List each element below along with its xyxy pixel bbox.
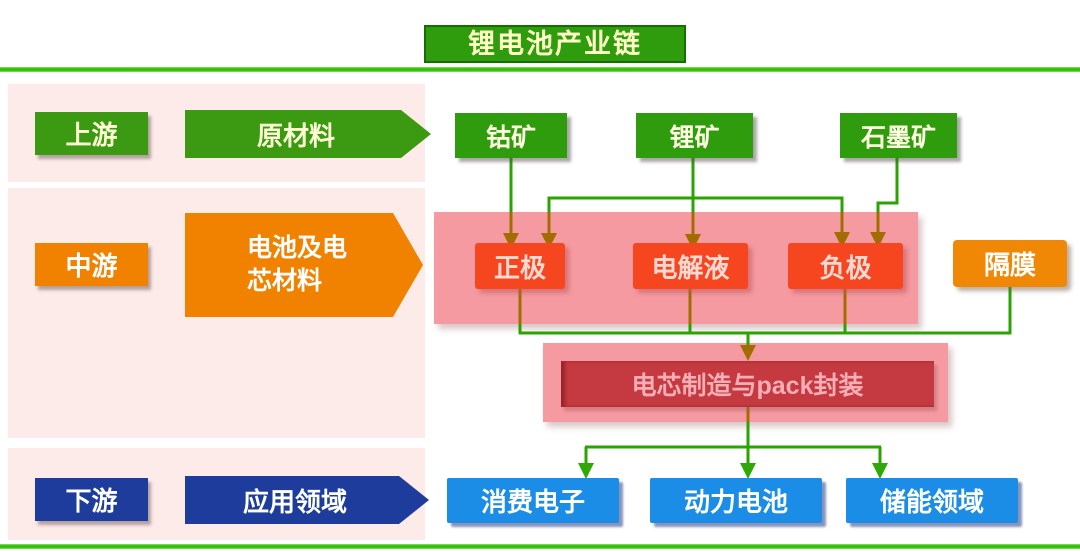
node-separator: 隔膜 <box>953 240 1067 287</box>
stage-label-midstream: 中游 <box>35 243 148 286</box>
node-cobalt-ore: 钴矿 <box>455 113 567 158</box>
category-arrow-battery-cell-materials: 电池及电 芯材料 <box>185 213 423 317</box>
diagram-title: 锂电池产业链 <box>424 25 686 63</box>
node-lithium-ore: 锂矿 <box>636 113 753 158</box>
node-graphite-ore: 石墨矿 <box>840 113 957 158</box>
bottom-divider-line <box>0 544 1080 549</box>
node-cathode: 正极 <box>475 243 565 289</box>
node-energy-storage: 储能领域 <box>846 478 1018 523</box>
category-arrow-raw-materials: 原材料 <box>185 110 431 158</box>
category-arrow-application-fields: 应用领域 <box>185 476 429 524</box>
top-divider-line <box>0 67 1080 72</box>
stage-label-upstream: 上游 <box>35 112 148 155</box>
stage-label-downstream: 下游 <box>35 478 148 521</box>
node-anode: 负极 <box>788 243 903 289</box>
node-cell-manufacturing-pack: 电芯制造与pack封装 <box>561 361 934 407</box>
node-consumer-electronics: 消费电子 <box>447 478 619 523</box>
node-electrolyte: 电解液 <box>633 243 748 289</box>
node-power-battery: 动力电池 <box>650 478 822 523</box>
